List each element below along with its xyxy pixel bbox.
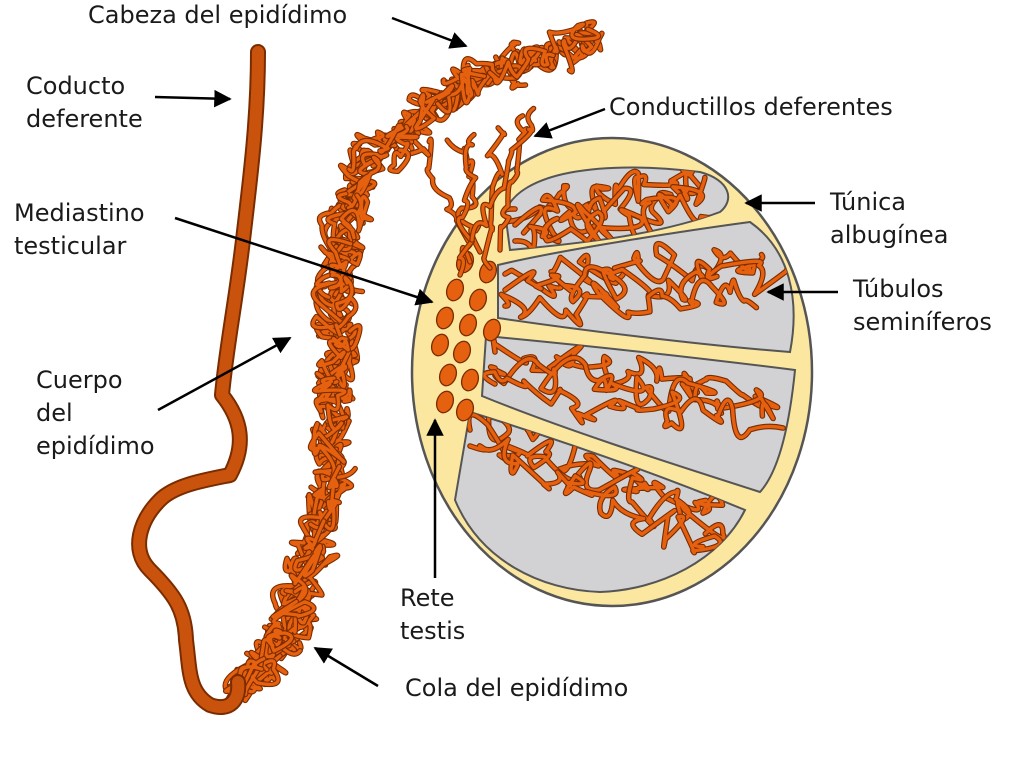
rete-blob [482, 318, 502, 342]
tubule [499, 278, 759, 327]
label-cuerpo-epididimo: Cuerpo del epidídimo [36, 364, 155, 463]
tubule [311, 376, 347, 440]
label-line: Coducto [26, 72, 126, 100]
tubule [339, 193, 373, 240]
tubule [414, 84, 455, 131]
rete-blob [458, 313, 478, 337]
label-cola-epididimo: Cola del epidídimo [405, 672, 628, 705]
tubule [334, 275, 362, 351]
label-line: Cuerpo [36, 366, 123, 394]
tubule [482, 126, 507, 270]
rete-blob [460, 368, 480, 392]
tubule [315, 238, 350, 299]
tubule [513, 175, 707, 244]
testis [410, 136, 814, 608]
tubule [488, 356, 775, 421]
label-line: Túnica [830, 188, 907, 216]
tubule [456, 133, 478, 277]
tubule [337, 155, 381, 210]
pointer-arrows [154, 16, 838, 688]
label-line: deferente [26, 105, 143, 133]
rete-blob [452, 340, 472, 364]
label-conductillos-deferentes: Conductillos deferentes [609, 91, 893, 124]
arrow-cola [313, 646, 379, 688]
tubule [264, 599, 316, 641]
label-rete-testis: Rete testis [400, 582, 465, 648]
label-line: testicular [14, 232, 127, 260]
tubule [321, 464, 342, 531]
label-line: Cola del epidídimo [405, 674, 629, 702]
rete-blob [435, 390, 455, 414]
tubule [388, 124, 419, 173]
tubule [289, 544, 323, 603]
tubule [544, 22, 601, 70]
label-line: del [36, 399, 73, 427]
tubule [503, 259, 790, 304]
tubule [561, 31, 604, 74]
label-line: albugínea [830, 221, 949, 249]
label-line: Mediastino [14, 199, 145, 227]
rete-blob [455, 398, 475, 422]
label-mediastino-testicular: Mediastino testicular [14, 197, 145, 263]
lobule-3 [480, 334, 797, 494]
rete-blob [468, 288, 488, 312]
label-line: epidídimo [36, 432, 155, 460]
arrow-conducto [154, 89, 232, 108]
tubule [347, 123, 404, 173]
rete-blob [445, 278, 465, 302]
arrow-cuerpo [157, 336, 292, 412]
label-line: Rete [400, 584, 455, 612]
tubule [488, 46, 555, 85]
label-cabeza-epididimo: Cabeza del epidídimo [88, 0, 347, 32]
label-line: seminíferos [853, 308, 992, 336]
tubule [327, 237, 353, 294]
label-line: Túbulos [853, 275, 944, 303]
rete-blob [438, 363, 458, 387]
seminiferous-tubules [466, 167, 791, 556]
arrow-mediastino [174, 216, 434, 306]
arrow-cabeza [391, 16, 468, 49]
tubule [224, 657, 266, 702]
vas-deferens [131, 44, 266, 715]
tubule [317, 336, 350, 384]
tubule [470, 106, 536, 242]
label-tunica-albuginea: Túnica albugínea [830, 186, 948, 252]
arrow-conductillos [533, 107, 606, 139]
label-line: Conductillos deferentes [609, 93, 893, 121]
efferent-ductules [424, 105, 537, 278]
tubule [482, 370, 785, 439]
label-line: testis [400, 617, 466, 645]
label-conducto-deferente: Coducto deferente [26, 70, 143, 136]
rete-blob [430, 333, 450, 357]
rete-blob [435, 306, 455, 330]
epididymis [221, 19, 605, 710]
label-line: Cabeza del epidídimo [88, 1, 348, 29]
tubule [468, 437, 722, 555]
label-tubulos-seminiferos: Túbulos seminíferos [853, 273, 992, 339]
